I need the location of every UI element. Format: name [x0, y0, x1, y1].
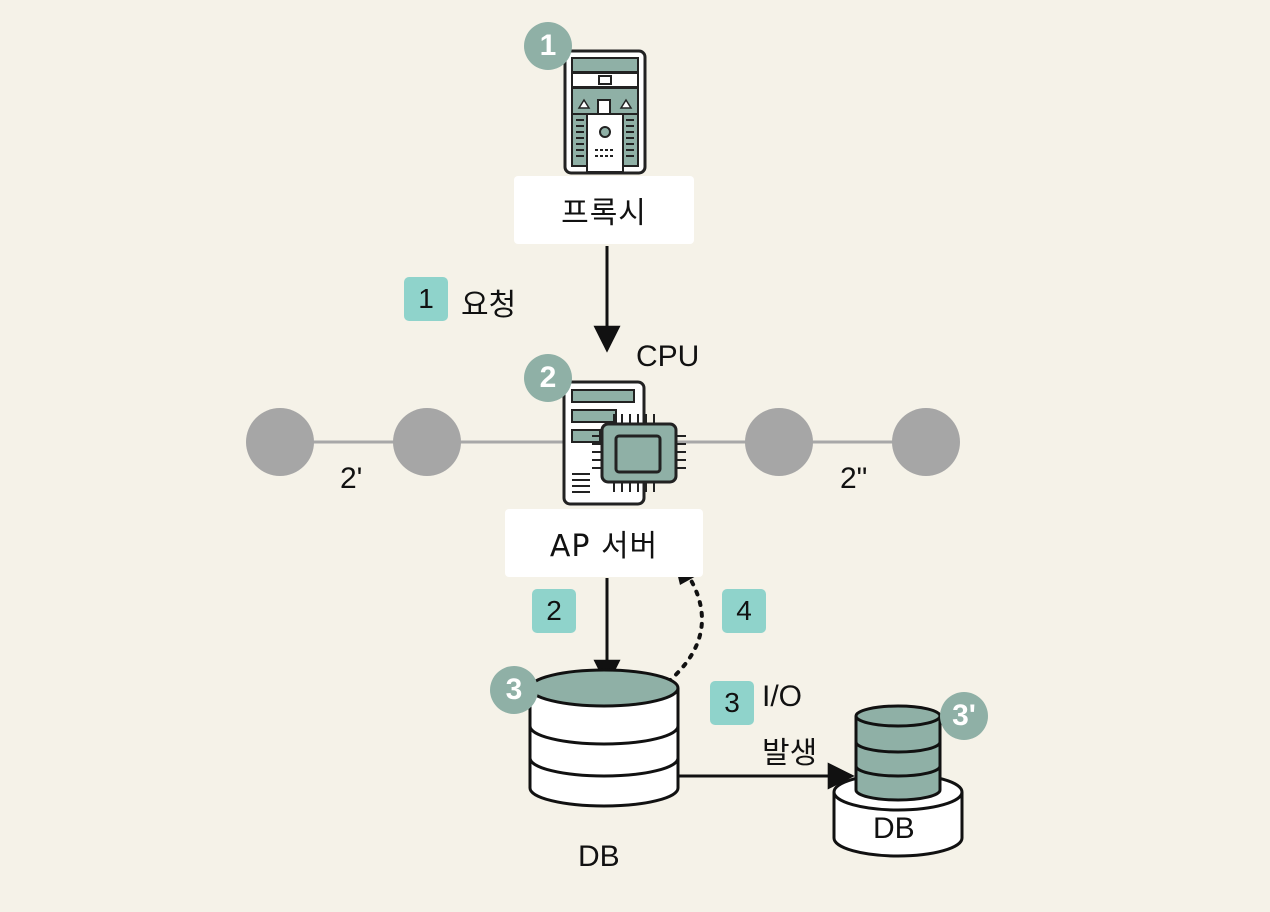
server-cpu-icon: [562, 380, 686, 506]
step-badge-3: 3: [710, 681, 754, 725]
proxy-badge: 1: [524, 22, 572, 70]
step-badge-1: 1: [404, 277, 448, 321]
db-main-badge: 3: [490, 666, 538, 714]
server-tower-icon: [563, 49, 647, 175]
db-main-label: DB: [578, 840, 620, 873]
step-3-text-line1: I/O: [762, 680, 803, 713]
cluster-label-right: 2": [840, 462, 868, 495]
ap-server-badge: 2: [524, 354, 572, 402]
db-secondary-label: DB: [873, 812, 915, 845]
ap-server-label: AP 서버: [505, 509, 703, 577]
cpu-label: CPU: [636, 340, 700, 373]
db-secondary-badge: 3': [940, 692, 988, 740]
step-badge-2: 2: [532, 589, 576, 633]
database-icon: [528, 668, 680, 808]
arrow-response: [666, 564, 704, 684]
cluster-label-left: 2': [340, 462, 363, 495]
proxy-label: 프록시: [514, 176, 694, 244]
step-1-text: 요청: [461, 288, 517, 323]
step-badge-4: 4: [722, 589, 766, 633]
step-3-text-line2: 발생: [762, 736, 818, 771]
database-stack-icon: [832, 704, 964, 858]
